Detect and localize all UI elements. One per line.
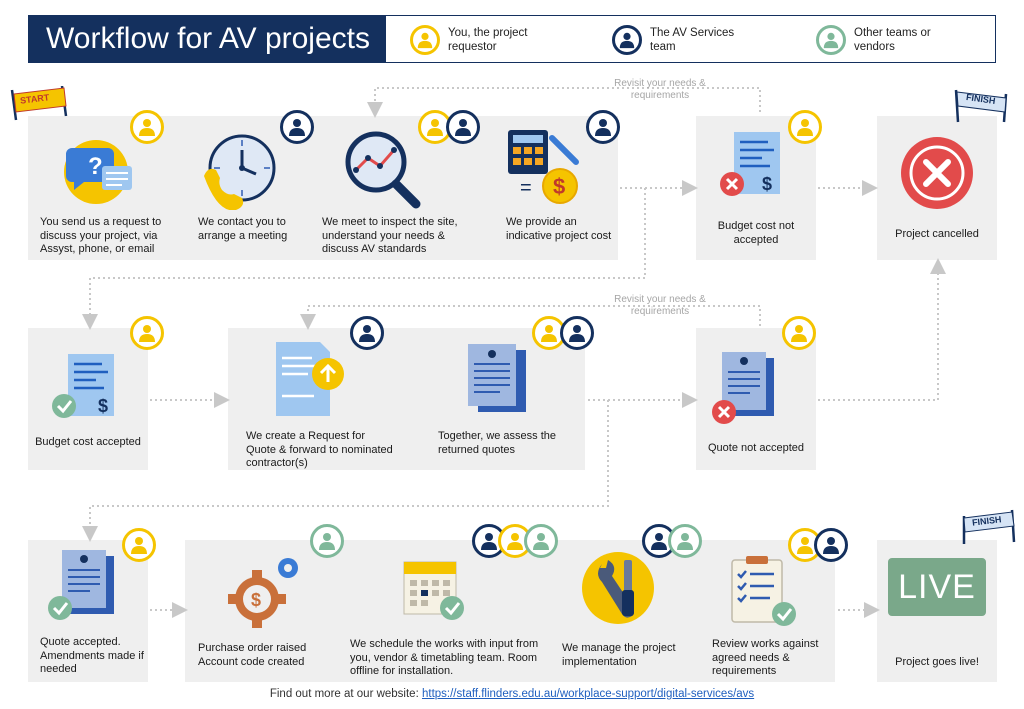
document-upload-icon — [268, 338, 348, 420]
quote-accepted-text: Quote accepted. Amendments made if neede… — [40, 636, 144, 675]
av-team-icon — [814, 528, 848, 562]
budget-not-accepted-text: Budget cost not accepted — [717, 220, 795, 246]
svg-text:$: $ — [762, 174, 772, 194]
other-teams-icon — [668, 524, 702, 558]
av-team-icon — [280, 110, 314, 144]
revisit-label-top: Revisit your needs & requirements — [614, 78, 706, 101]
av-team-icon — [446, 110, 480, 144]
quote-not-accepted-text: Quote not accepted — [707, 442, 804, 454]
step-contact-text: We contact you to arrange a meeting — [198, 216, 288, 242]
person-icon — [410, 25, 440, 55]
av-team-icon — [350, 316, 384, 350]
person-icon — [612, 25, 642, 55]
clock-phone-icon — [198, 130, 282, 211]
quotes-document-icon — [462, 340, 532, 416]
legend: You, the project requestor The AV Servic… — [386, 15, 996, 63]
requestor-icon — [122, 528, 156, 562]
step-purchase-order-text: Purchase order raised Account code creat… — [198, 642, 307, 668]
finish-flag-top: FINISH — [952, 88, 1012, 124]
gear-dollar-icon: $ — [222, 550, 306, 630]
requestor-icon — [130, 110, 164, 144]
project-cancelled-text: Project cancelled — [895, 228, 979, 240]
other-teams-icon — [524, 524, 558, 558]
footer: Find out more at our website: https://st… — [0, 688, 1024, 700]
person-icon — [816, 25, 846, 55]
step-request-text: You send us a request to discuss your pr… — [40, 216, 162, 255]
project-live-text: Project goes live! — [895, 656, 979, 668]
legend-other-label: Other teams or vendors — [854, 27, 931, 53]
budget-doc-approved-icon: $ — [48, 346, 128, 426]
budget-accepted-text: Budget cost accepted — [35, 436, 141, 448]
finish-flag-bottom: FINISH — [960, 508, 1020, 544]
svg-text:=: = — [520, 177, 532, 199]
clipboard-check-icon — [730, 554, 800, 628]
other-teams-icon — [310, 524, 344, 558]
step-manage-text: We manage the project implementation — [562, 642, 676, 668]
svg-text:?: ? — [88, 153, 103, 180]
legend-av: The AV Services team — [612, 25, 746, 55]
av-team-icon — [560, 316, 594, 350]
legend-av-label: The AV Services team — [650, 27, 735, 53]
quote-approved-icon — [44, 548, 124, 624]
tools-icon — [580, 550, 656, 626]
requestor-icon — [788, 110, 822, 144]
page-title: Workflow for AV projects — [28, 15, 386, 63]
budget-doc-rejected-icon: $ — [718, 128, 788, 208]
svg-text:$: $ — [251, 590, 261, 610]
quote-rejected-icon — [710, 350, 780, 430]
step-assess-text: Together, we assess the returned quotes — [438, 430, 557, 456]
magnifier-chart-icon — [340, 128, 424, 212]
footer-prefix: Find out more at our website: — [269, 688, 419, 700]
svg-text:$: $ — [553, 174, 565, 199]
calculator-dollar-icon: = $ — [506, 126, 584, 208]
step-cost-text: We provide an indicative project cost — [506, 216, 612, 242]
svg-text:$: $ — [98, 396, 108, 416]
live-sign: LIVE — [888, 558, 986, 616]
requestor-icon — [782, 316, 816, 350]
requestor-icon — [130, 316, 164, 350]
website-link[interactable]: https://staff.flinders.edu.au/workplace-… — [421, 688, 755, 700]
av-team-icon — [586, 110, 620, 144]
legend-other: Other teams or vendors — [816, 25, 950, 55]
speech-bubble-icon: ? — [58, 130, 138, 210]
cancel-icon — [898, 134, 976, 212]
step-rfq-text: We create a Request for Quote & forward … — [246, 430, 393, 469]
step-schedule-text: We schedule the works with input from yo… — [350, 638, 539, 677]
calendar-check-icon — [402, 556, 468, 626]
step-meet-text: We meet to inspect the site, understand … — [322, 216, 458, 255]
legend-you-label: You, the project requestor — [448, 27, 528, 53]
revisit-label-middle: Revisit your needs & requirements — [614, 294, 706, 317]
start-flag: START — [6, 85, 70, 122]
legend-you: You, the project requestor — [410, 25, 544, 55]
step-review-text: Review works against agreed needs & requ… — [712, 638, 819, 677]
